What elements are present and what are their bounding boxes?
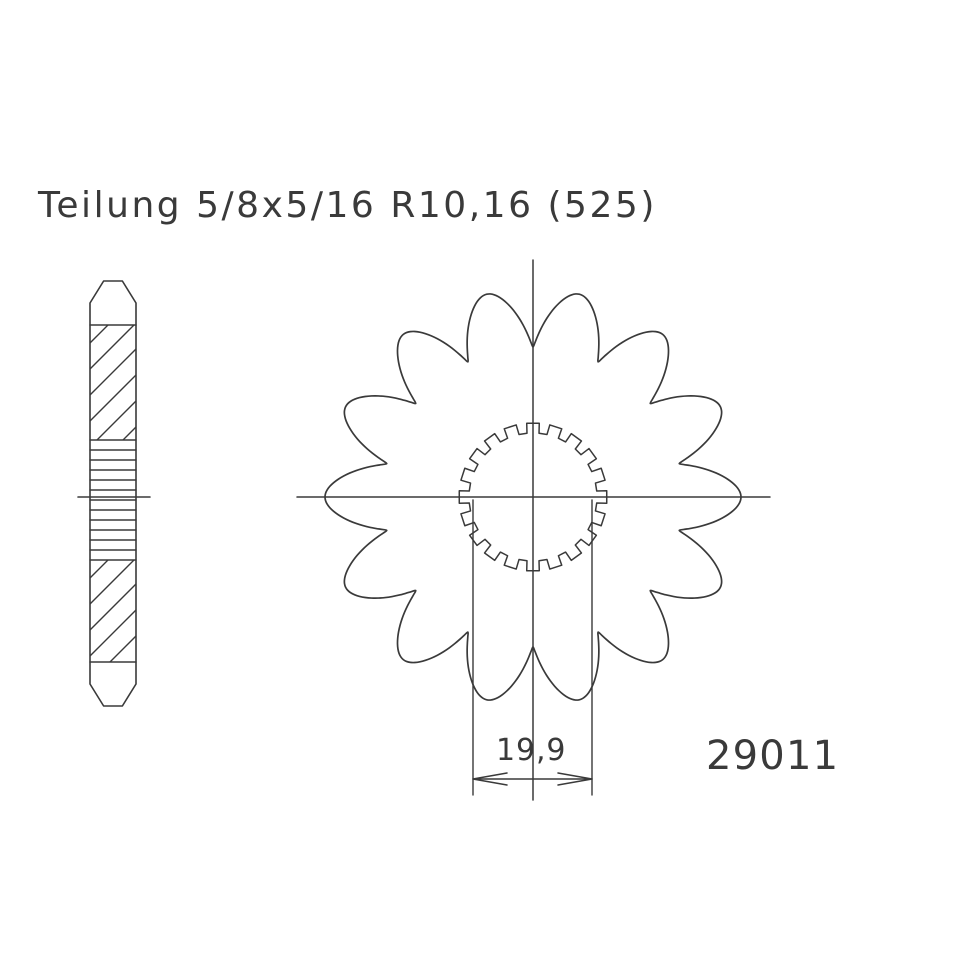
section-hatch-line: [90, 560, 109, 579]
dimension-arrow-right: [557, 772, 593, 786]
section-hatch-line: [122, 426, 136, 440]
section-hatch-line: [90, 560, 135, 605]
section-hatch-line: [0, 560, 30, 662]
title-pitch-spec: Teilung 5/8x5/16 R10,16 (525): [38, 185, 657, 226]
section-hatch-line: [0, 325, 30, 440]
section-hatch-line: [135, 661, 136, 662]
section-hatch-line: [109, 635, 136, 662]
section-hatch-line: [0, 325, 56, 440]
section-hatch-line: [96, 400, 136, 440]
section-hatch-line: [90, 325, 109, 344]
section-hatch-line: [90, 348, 136, 396]
section-hatch-line: [0, 560, 56, 662]
section-hatch-line: [90, 609, 136, 657]
spline-bore-outline: [458, 422, 608, 572]
section-hatch-lower: [0, 560, 136, 662]
section-hatch-line: [0, 560, 82, 662]
section-hatch-line: [90, 583, 136, 631]
section-hatch-upper: [0, 325, 136, 440]
side-view-outline: [89, 280, 137, 707]
section-hatch-line: [0, 325, 82, 440]
dimension-arrow-left: [472, 772, 508, 786]
section-hatch-line: [90, 325, 135, 370]
section-hatch-line: [90, 374, 136, 422]
part-number-label: 29011: [706, 733, 840, 779]
dimension-value-label: 19,9: [496, 733, 567, 768]
